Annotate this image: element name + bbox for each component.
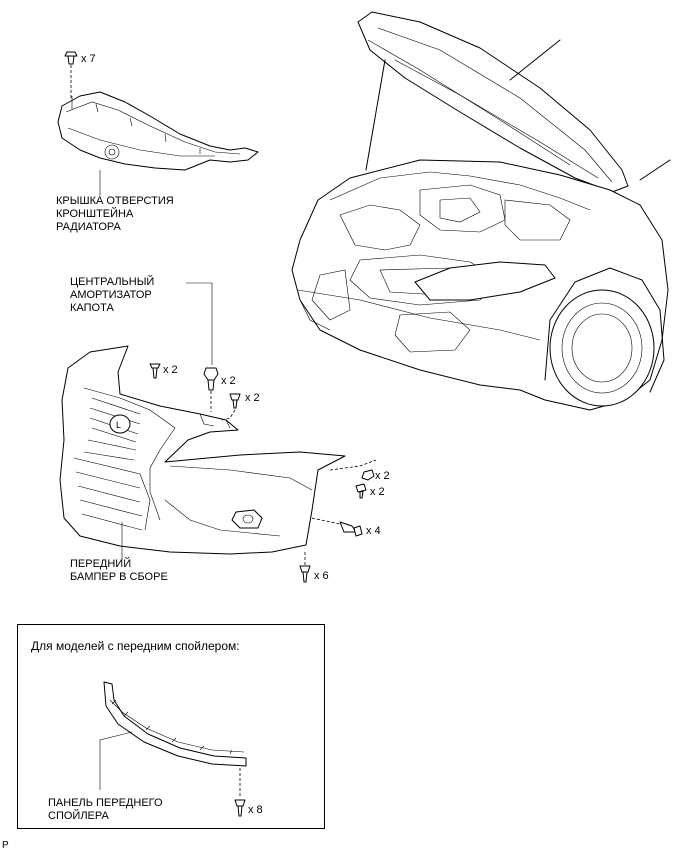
side-clips-qty: x 2 [375,470,390,482]
front-bumper-label: ПЕРЕДНИЙ БАМПЕР В СБОРЕ [70,558,168,584]
top-clip-icon [221,393,241,421]
cover-clip-icon [64,51,78,100]
emblem-icon [109,414,131,434]
radiator-support-opening-cover [57,91,259,171]
radiator-cover-label-line2: КРОНШТЕЙНА [56,208,134,220]
hood-stopper-qty: x 2 [221,375,236,387]
wheel-arch [544,267,665,393]
side-screw-icon [355,483,367,499]
radiator-cover-label-line1: КРЫШКА ОТВЕРСТИЯ [56,195,174,207]
svg-text:L: L [116,420,121,430]
spoiler-panel-label: ПАНЕЛЬ ПЕРЕДНЕГО СПОЙЛЕРА [48,797,163,823]
hood-stopper-icon [203,367,219,412]
car-illustration [291,11,671,411]
fender-screws-qty: x 4 [366,525,381,537]
inset-title: Для моделей с передним спойлером: [31,639,240,653]
spoiler-screws-qty: x 8 [248,804,263,816]
fender-screw-icon [311,517,363,537]
open-hood [357,11,629,193]
radiator-cover-label-line3: РАДИАТОРА [56,221,121,233]
hood-stopper-label: ЦЕНТРАЛЬНЫЙ АМОРТИЗАТОР КАПОТА [70,276,154,315]
front-spoiler-panel [103,681,247,767]
bumper-top-screw-icon [149,363,161,379]
front-bumper-label-line1: ПЕРЕДНИЙ [70,558,132,570]
front-wheel [549,289,655,407]
spoiler-screw-icon [234,799,246,817]
side-clip-icon [329,459,377,481]
spoiler-panel-label-line2: СПОЙЛЕРА [48,810,109,822]
hood-stopper-label-line1: ЦЕНТРАЛЬНЫЙ [70,276,155,288]
spoiler-panel-label-line1: ПАНЕЛЬ ПЕРЕДНЕГО [48,797,163,809]
top-clips-qty: x 2 [245,392,260,404]
corner-mark: P [2,840,9,851]
front-bumper-assembly: L [59,345,346,555]
radiator-cover-label: КРЫШКА ОТВЕРСТИЯ КРОНШТЕЙНА РАДИАТОРА [56,195,174,234]
hood-support-rod [365,59,386,171]
spoiler-models-inset: Для моделей с передним спойлером: [17,624,325,829]
bottom-screws-qty: x 6 [314,570,329,582]
hood-stopper-label-line2: АМОРТИЗАТОР [70,289,152,301]
cover-clips-qty: x 7 [81,53,96,65]
headlight [414,261,556,301]
bottom-screw-icon [299,552,311,583]
fog-light [231,509,263,529]
hood-stopper-label-line3: КАПОТА [70,302,114,314]
bumper-top-screws-qty: x 2 [163,364,178,376]
front-bumper-label-line2: БАМПЕР В СБОРЕ [70,571,168,583]
side-screws-qty: x 2 [370,486,385,498]
